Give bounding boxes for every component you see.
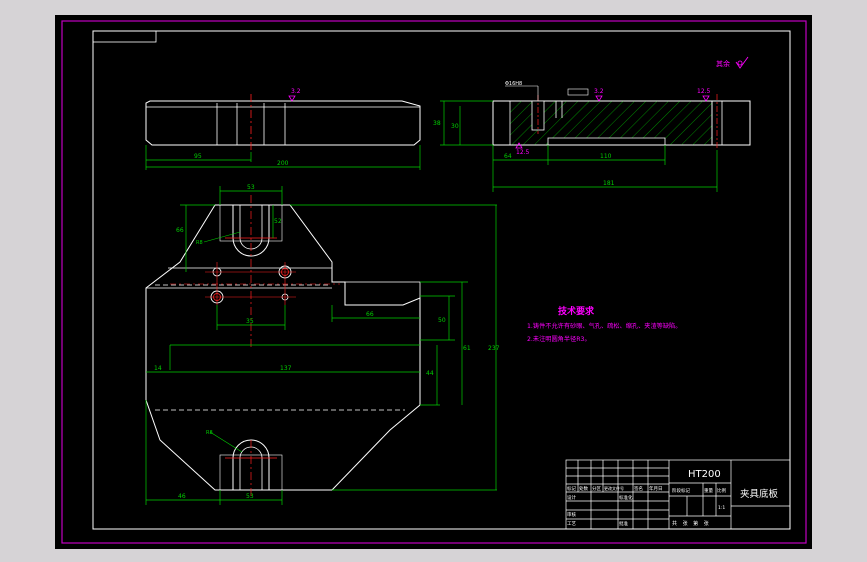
- svg-text:52: 52: [274, 218, 282, 225]
- svg-text:3.2: 3.2: [594, 88, 604, 95]
- svg-text:审核: 审核: [567, 511, 576, 518]
- svg-text:分区: 分区: [592, 485, 601, 492]
- svg-text:设计: 设计: [567, 494, 576, 501]
- svg-text:95: 95: [194, 153, 202, 160]
- side-view: 3.2 95 200: [145, 88, 421, 170]
- svg-text:阶段标记: 阶段标记: [672, 487, 690, 494]
- svg-text:工艺: 工艺: [567, 521, 576, 527]
- svg-text:Φ16H8: Φ16H8: [505, 81, 522, 87]
- svg-text:共 张 第 张: 共 张 第 张: [672, 520, 711, 527]
- tech-req-line1: 1.铸件不允许有砂眼、气孔、疏松、缩孔、夹渣等缺陷。: [527, 322, 681, 330]
- svg-text:181: 181: [603, 180, 615, 187]
- svg-text:处数: 处数: [579, 485, 588, 492]
- svg-text:14: 14: [154, 365, 162, 372]
- svg-text:35: 35: [246, 318, 254, 325]
- svg-text:30: 30: [451, 123, 459, 130]
- svg-text:R8: R8: [206, 430, 213, 436]
- technical-requirements: 技术要求 1.铸件不允许有砂眼、气孔、疏松、缩孔、夹渣等缺陷。 2.未注明圆角半…: [527, 305, 681, 343]
- svg-text:标记: 标记: [567, 485, 576, 492]
- drawing-frame: [92, 30, 791, 530]
- svg-text:其余: 其余: [716, 59, 730, 68]
- svg-text:46: 46: [178, 493, 186, 500]
- svg-text:137: 137: [280, 365, 292, 372]
- drawing-code-box: [92, 30, 157, 43]
- svg-text:66: 66: [176, 227, 184, 234]
- svg-text:53: 53: [247, 184, 255, 191]
- svg-text:比例: 比例: [717, 487, 726, 494]
- svg-text:64: 64: [504, 153, 512, 160]
- tech-req-line2: 2.未注明圆角半径R3。: [527, 335, 591, 343]
- section-view: Φ16H8 3.2 12.5 12.5 38 30 64 110 181: [433, 81, 751, 192]
- sheet-border: [61, 20, 807, 544]
- title-block-text: 标记 处数 分区 更改文件号 签名 年月日 设计 标准化 审核 工艺 批准 HT…: [567, 469, 779, 527]
- svg-text:38: 38: [433, 120, 441, 127]
- svg-text:批准: 批准: [619, 520, 628, 527]
- svg-text:重量: 重量: [704, 487, 713, 494]
- tech-req-title: 技术要求: [558, 305, 595, 317]
- svg-text:签名: 签名: [634, 485, 643, 492]
- svg-text:66: 66: [366, 311, 374, 318]
- part-name: 夹具底板: [740, 488, 779, 500]
- svg-text:更改文件号: 更改文件号: [604, 485, 624, 491]
- svg-text:R8: R8: [196, 240, 203, 246]
- title-block: [565, 459, 791, 530]
- svg-text:110: 110: [600, 153, 612, 160]
- general-roughness: 其余: [716, 56, 749, 69]
- svg-text:1:1: 1:1: [718, 505, 725, 511]
- plan-view: 53 52 66 R8 35 66 50 61 44 237 14 13: [145, 184, 500, 505]
- svg-text:53: 53: [246, 493, 254, 500]
- material-label: HT200: [688, 469, 721, 480]
- svg-text:44: 44: [426, 370, 434, 377]
- svg-text:12.5: 12.5: [697, 88, 711, 95]
- svg-text:61: 61: [463, 345, 471, 352]
- svg-text:237: 237: [488, 345, 500, 352]
- svg-text:12.5: 12.5: [516, 149, 530, 156]
- svg-text:年月日: 年月日: [649, 485, 663, 492]
- svg-text:3.2: 3.2: [291, 88, 301, 95]
- svg-text:200: 200: [277, 160, 289, 167]
- svg-text:标准化: 标准化: [619, 494, 633, 501]
- svg-text:50: 50: [438, 317, 446, 324]
